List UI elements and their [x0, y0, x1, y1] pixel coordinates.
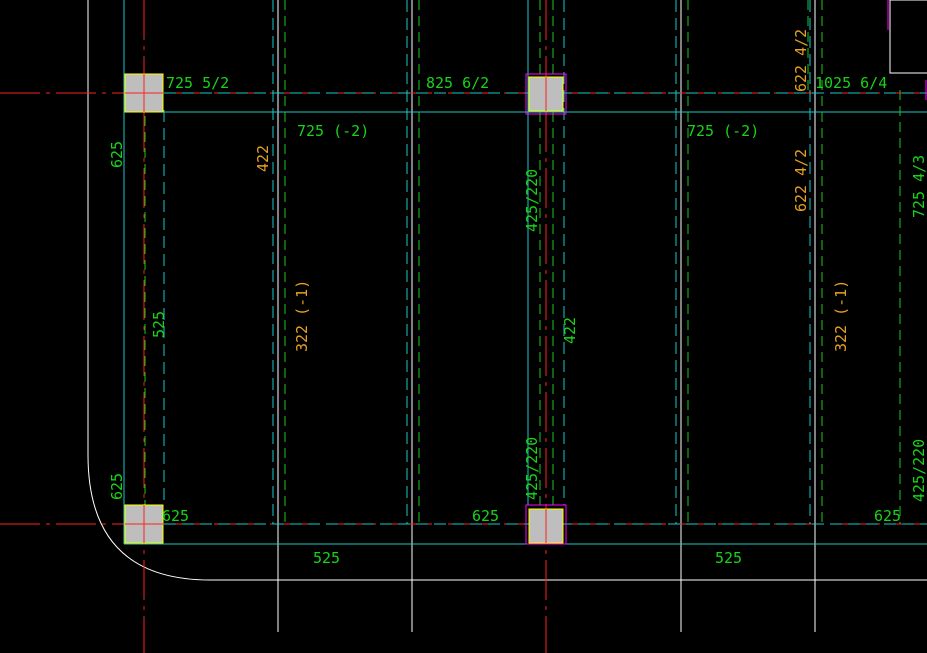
slab-edge-arc [87, 454, 927, 581]
opening-outline [889, 0, 927, 74]
beam-label-vertical: 425/220 [523, 169, 541, 232]
beam-label-vertical: 422 [254, 145, 272, 172]
beam-label-vertical: 322 (-1) [832, 280, 850, 352]
beam-label: 625 [162, 507, 189, 525]
beam-label-vertical: 322 (-1) [293, 280, 311, 352]
beam-label: 725 (-2) [687, 122, 759, 140]
beam-label-vertical: 525 [150, 311, 168, 338]
beam-label: 825 6/2 [426, 74, 489, 92]
beam-label: 625 [472, 507, 499, 525]
columns [124, 73, 564, 544]
beam-label-vertical: 422 [561, 317, 579, 344]
beam-label-vertical: 625 [108, 141, 126, 168]
column-accent [525, 504, 567, 545]
vertical-labels: 625 525 625 422 322 (-1) 425/220 422 425… [108, 29, 927, 502]
beam-label-vertical: 622 4/2 [792, 29, 810, 92]
beam-label-vertical: 425/220 [910, 439, 927, 502]
beam-label: 625 [874, 507, 901, 525]
outline-lines [87, 0, 927, 632]
beam-label: 725 5/2 [166, 74, 229, 92]
column-accent [525, 73, 567, 115]
beam-label-vertical: 625 [108, 473, 126, 500]
beam-label-vertical: 725 4/3 [910, 155, 927, 218]
beam-label-vertical: 622 4/2 [792, 149, 810, 212]
horizontal-labels: 725 5/2 825 6/2 1025 6/4 725 (-2) 725 (-… [162, 74, 901, 567]
beam-label: 1025 6/4 [815, 74, 887, 92]
beam-label: 525 [715, 549, 742, 567]
beam-label: 725 (-2) [297, 122, 369, 140]
beam-label: 525 [313, 549, 340, 567]
beam-label-vertical: 425/220 [523, 437, 541, 500]
column-accents [525, 0, 927, 545]
